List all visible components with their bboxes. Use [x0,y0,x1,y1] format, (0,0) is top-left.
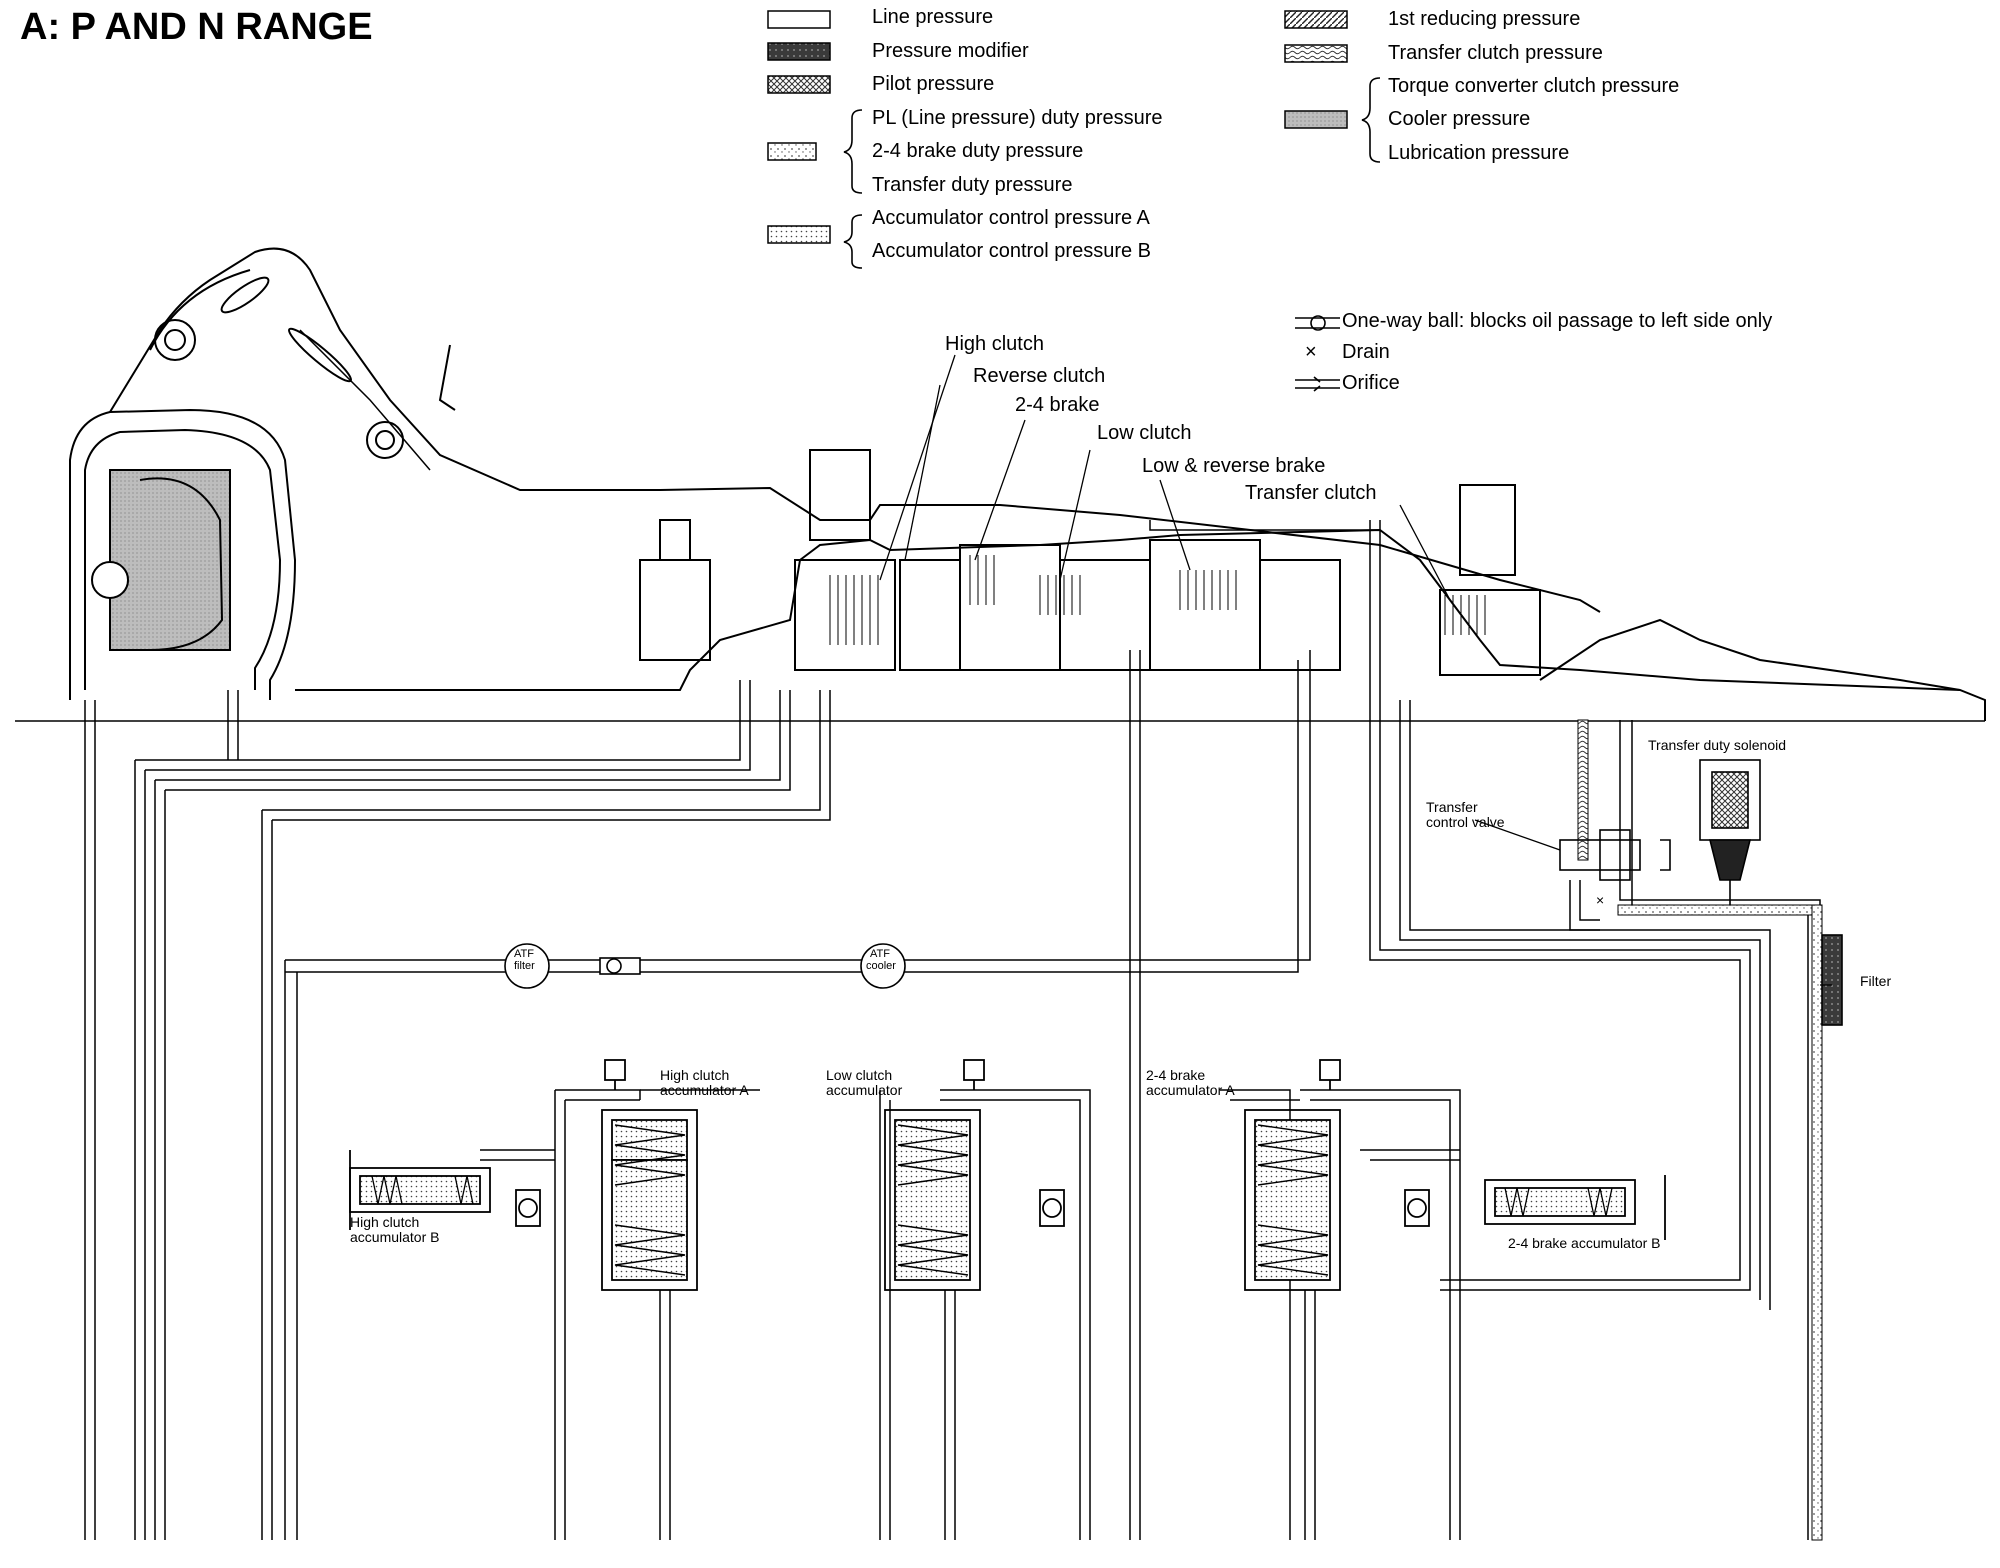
atf-filter-symbol [504,943,550,989]
label-atf-filter-1: ATF [514,948,534,960]
legend-pl-duty: PL (Line pressure) duty pressure [872,107,1163,129]
oil-passages [84,520,1821,1540]
label-atf-cooler-1: ATF [870,948,890,960]
label-low-clutch: Low clutch [1097,422,1192,444]
label-transfer-duty-solenoid: Transfer duty solenoid [1648,737,1786,753]
accumulators [349,1059,1666,1291]
legend-cooler-pressure: Cooler pressure [1388,108,1531,130]
accumulator-check-balls [515,1189,1430,1227]
one-way-ball-label: One-way ball: blocks oil passage to left… [1342,310,1773,332]
label-reverse-clutch: Reverse clutch [973,365,1106,387]
label-24b-acc-b: 2-4 brake accumulator B [1508,1235,1661,1251]
label-24b-acc-a-1: 2-4 brake [1146,1067,1206,1083]
swatch-transfer-clutch [1284,44,1348,63]
orifice-label: Orifice [1342,372,1400,394]
transfer-duty-line [1577,719,1823,1541]
brace-acc [843,214,863,269]
low-clutch-accumulator [884,1059,985,1291]
label-hc-acc-a-1: High clutch [660,1067,730,1083]
brace-cooler [1361,77,1381,163]
legend-acc-control-b: Accumulator control pressure B [872,240,1152,262]
label-transfer-control-valve-1: Transfer [1426,799,1478,815]
atf-cooler-symbol [860,943,906,989]
label-24-brake: 2-4 brake [1015,394,1100,416]
orifice-symbol [1295,376,1340,392]
cooler-line-components [504,943,906,989]
drain-glyph: × [1305,341,1317,363]
legend-1st-reducing: 1st reducing pressure [1388,8,1581,30]
legend-pressure-modifier: Pressure modifier [872,40,1029,62]
swatch-line-pressure [767,10,831,29]
label-atf-cooler-2: cooler [866,960,896,972]
swatch-pressure-modifier [767,42,831,61]
legend-24-brake-duty: 2-4 brake duty pressure [872,140,1084,162]
legend-swatches [767,10,1348,244]
label-low-reverse-brake: Low & reverse brake [1142,455,1326,477]
legend-pilot-pressure: Pilot pressure [872,73,995,95]
leader-lines [879,354,1832,986]
high-clutch-accumulator-b [349,1150,491,1230]
swatch-duty-pressure [767,142,817,161]
swatch-pilot-pressure [767,75,831,94]
filter-element [1821,934,1843,1026]
swatch-1st-reducing [1284,10,1348,29]
label-low-acc-2: accumulator [826,1082,903,1098]
legend-acc-control-a: Accumulator control pressure A [872,207,1150,229]
legend-transfer-clutch-pressure: Transfer clutch pressure [1388,42,1603,64]
label-high-clutch: High clutch [945,333,1044,355]
label-transfer-clutch: Transfer clutch [1245,482,1377,504]
legend-braces [843,77,1381,269]
legend-lubrication-pressure: Lubrication pressure [1388,142,1570,164]
label-atf-filter-2: filter [514,960,535,972]
one-way-ball-symbol [1295,315,1340,331]
symbol-legend [1295,315,1340,392]
page-title: A: P AND N RANGE [20,6,373,48]
label-hc-acc-a-2: accumulator A [660,1082,749,1098]
brace-duty [843,109,863,194]
label-filter: Filter [1860,973,1892,989]
swatch-cooler-lube [1284,110,1348,129]
label-low-acc-1: Low clutch [826,1067,893,1083]
brake-24-accumulator-a [1244,1059,1341,1291]
label-24b-acc-a-2: accumulator A [1146,1082,1235,1098]
drain-label: Drain [1342,341,1390,363]
cooler-check-ball [599,957,641,975]
label-hc-acc-b-1: High clutch [350,1214,420,1230]
legend-line-pressure: Line pressure [872,6,994,28]
transfer-valve-drain: × [1596,892,1604,908]
legend-torque-converter-clutch: Torque converter clutch pressure [1388,75,1680,97]
label-transfer-control-valve-2: control valve [1426,814,1505,830]
legend-transfer-duty: Transfer duty pressure [872,174,1073,196]
high-clutch-accumulator-a [601,1059,698,1291]
label-hc-acc-b-2: accumulator B [350,1229,440,1245]
transmission-housing [15,247,1986,722]
brake-24-accumulator-b [1484,1175,1666,1240]
swatch-accumulator-control [767,225,831,244]
transfer-control-assembly: × [1559,759,1843,1026]
